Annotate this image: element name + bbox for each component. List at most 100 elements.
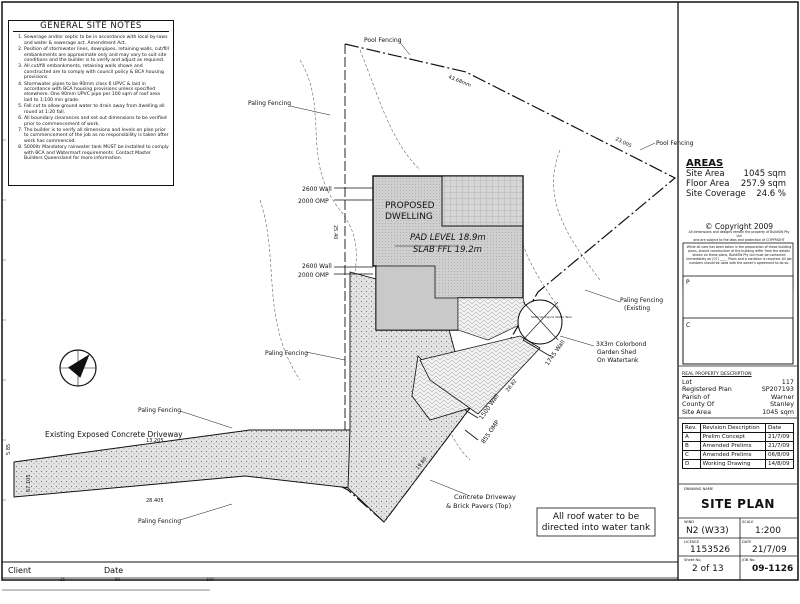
scale-value: 1:200 (755, 526, 781, 536)
setback-label-4: 2000 OMP (298, 272, 329, 279)
tank-label: 5000 Ltr Ingrnd Water Tank (531, 315, 572, 319)
slab-ffl-label: SLAB FFL 19.2m (413, 245, 482, 255)
shed-label-1: 3X3m Colorbond (596, 341, 646, 348)
drawing-name-label: DRAWING NAME (684, 487, 714, 491)
job-value: 09-1126 (752, 564, 794, 574)
svg-text:50: 50 (115, 577, 121, 582)
wind-value: N2 (W33) (686, 526, 729, 536)
dim-3: 25.40 (332, 225, 338, 239)
setback-label-2: 2000 OMP (298, 198, 329, 205)
roof-note-box (536, 507, 656, 537)
leader-lines (179, 39, 656, 521)
setback-label-7: 855 OMP (480, 419, 501, 445)
fencing-label-3: Paling Fencing (248, 100, 291, 107)
fencing-label-5: Paling Fencing (265, 350, 308, 357)
job-label: JOB No. (742, 558, 756, 562)
copyright-line-1: All dimensions and designs remain the pr… (688, 230, 790, 238)
copyright-line-2: and are subject to the laws and protecti… (693, 237, 785, 242)
existing-driveway (13, 429, 351, 498)
address-p-label: P (686, 279, 690, 286)
dim-2: 23.005 (614, 136, 632, 149)
client-field-label: Client (8, 566, 32, 575)
svg-text:25: 25 (60, 577, 66, 582)
date-field-label: Date (104, 566, 124, 575)
brick-pavers-label: & Brick Pavers (Top) (446, 502, 511, 510)
sheet-border (1, 1, 799, 581)
notes-list: Sewerage and/or septic to be in accordan… (13, 35, 169, 161)
revision-header-row: Rev. Revision Description Date (682, 423, 795, 433)
setback-label-3: 2600 Wall (302, 263, 332, 270)
shed-label-2: Garden Shed (597, 349, 636, 356)
setback-dimension-lines (334, 187, 551, 441)
water-tank (517, 299, 563, 345)
roof-water-note: All roof water to be directed into water… (541, 512, 651, 533)
fencing-label-2: Pool Fencing (656, 140, 694, 147)
existing-label: (Existing (624, 305, 650, 312)
note-item: Position of stormwater lines, downpipes,… (24, 47, 169, 63)
pad-level-label: PAD LEVEL 18.9m (410, 233, 486, 243)
drawing-name: SITE PLAN (701, 497, 775, 511)
address-box (682, 275, 794, 365)
fencing-label-4: Paling Fencing (620, 297, 663, 304)
licence-label: LICENCE (684, 540, 700, 544)
fencing-label-6: Paling Fencing (138, 407, 181, 414)
dwelling-label-2: DWELLING (385, 212, 433, 222)
existing-driveway-label: Existing Exposed Concrete Driveway (45, 430, 183, 439)
note-item: All cut/fill embankments, retaining wall… (24, 64, 169, 80)
copyright-block: © Copyright 2009 All dimensions and desi… (686, 222, 792, 265)
svg-text:100: 100 (206, 577, 214, 582)
licence-value: 1153526 (690, 545, 731, 555)
dim-9: 5.85 (6, 444, 12, 455)
fencing-label-7: Paling Fencing (138, 518, 181, 525)
paving-area (419, 335, 541, 415)
concrete-driveway-label: Concrete Driveway (454, 493, 516, 501)
fencing-label-1: Pool Fencing (364, 37, 402, 44)
general-site-notes: GENERAL SITE NOTES Sewerage and/or septi… (8, 20, 174, 186)
areas-title: AREAS (686, 158, 724, 169)
note-item: Stormwater pipes to be 90mm class 6 UPVC… (24, 82, 169, 104)
copyright-title: © Copyright 2009 (704, 222, 773, 231)
note-item: Fall cut to allow ground water to drain … (24, 104, 169, 115)
notes-title: GENERAL SITE NOTES (13, 22, 169, 33)
address-c-label: C (686, 322, 690, 329)
date-label: DATE (742, 540, 752, 544)
sheet-label: Sheet No. (684, 558, 702, 562)
scale-label: SCALE (742, 520, 754, 524)
dwelling-grid-area (441, 175, 524, 227)
wind-label: WIND (684, 520, 695, 524)
shed-label-3: On Watertank (597, 357, 639, 364)
note-item: Sewerage and/or septic to be in accordan… (24, 35, 169, 46)
note-item: 5000ltr Mandatory rainwater tank MUST be… (24, 145, 169, 161)
address-box-2 (682, 317, 794, 365)
dwelling-label: PROPOSED (385, 201, 435, 211)
dim-6: 13.205 (146, 438, 164, 444)
dim-1: 43.68mm (447, 74, 472, 89)
note-item: The builder is to verify all dimensions … (24, 128, 169, 144)
dim-7: 28.405 (146, 498, 164, 504)
property-heading: REAL PROPERTY DESCRIPTION (682, 372, 752, 377)
left-ruler (2, 139, 6, 501)
dim-8: 67.105 (26, 475, 32, 493)
north-arrow (59, 349, 97, 387)
note-item: All boundary clearances and set out dime… (24, 116, 169, 127)
setback-label-1: 2600 Wall (302, 186, 332, 193)
copyright-body: While all care has been taken in the pre… (686, 245, 792, 265)
date-value: 21/7/09 (752, 545, 787, 555)
